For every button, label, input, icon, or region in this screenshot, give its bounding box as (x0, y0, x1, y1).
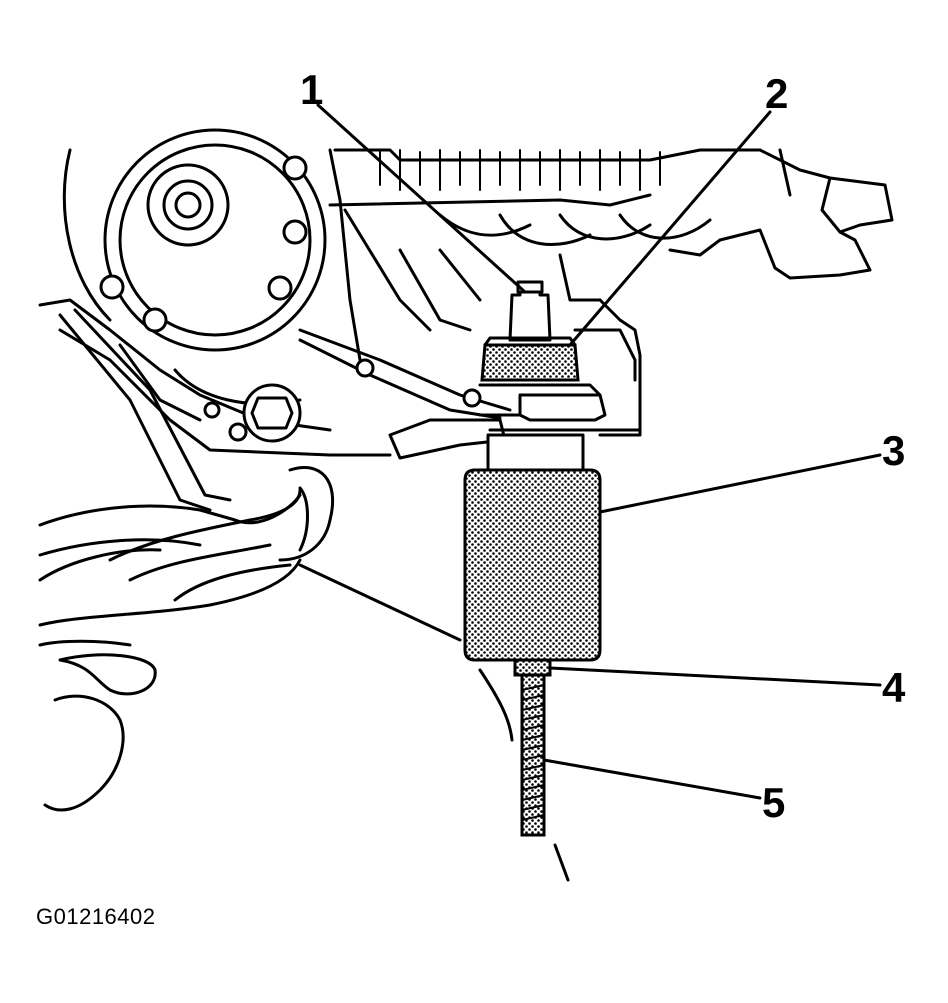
callouts: 1 2 3 4 5 (300, 66, 906, 826)
threaded-rod (478, 668, 570, 882)
oil-pan (38, 298, 512, 512)
callout-2: 2 (765, 70, 788, 117)
callout-1: 1 (300, 66, 323, 113)
figure-id: G01216402 (36, 904, 156, 929)
leader-line-5 (542, 758, 762, 800)
leader-line-3 (598, 453, 882, 514)
leader-line-2 (568, 110, 772, 347)
crankshaft-pulley (62, 128, 327, 352)
callout-5: 5 (762, 779, 785, 826)
leader-line-4 (548, 666, 882, 687)
callout-4: 4 (882, 664, 906, 711)
puller-body (463, 433, 602, 662)
knurled-collar (480, 336, 580, 382)
engine-block (328, 148, 894, 437)
leader-lines (298, 103, 882, 800)
hex-nut (513, 658, 552, 677)
adapter-tool (508, 280, 552, 342)
bolt-head (203, 383, 302, 443)
mounting-bracket (478, 383, 642, 432)
leader-line-extra (298, 563, 462, 642)
callout-3: 3 (882, 427, 905, 474)
transmission-housing (38, 465, 335, 812)
leader-line-1 (316, 103, 527, 294)
